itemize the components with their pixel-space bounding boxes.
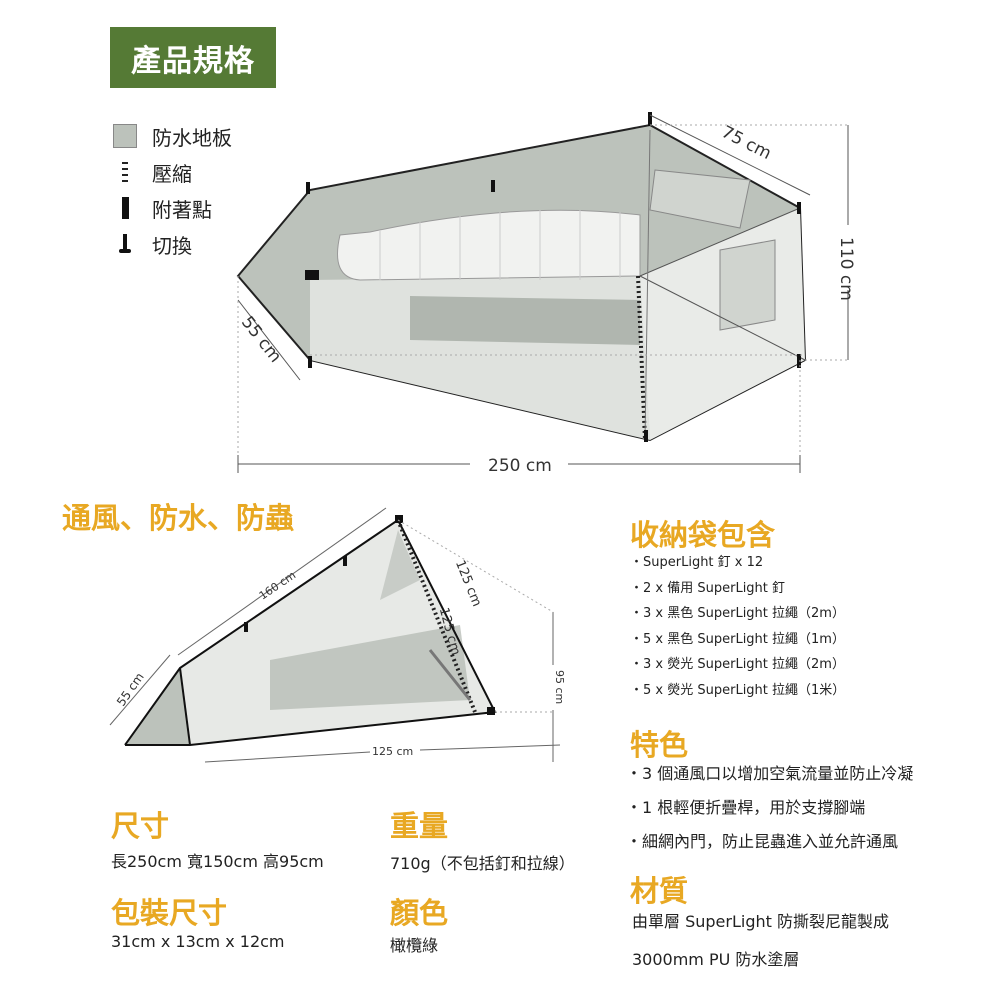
- size-title: 尺寸: [111, 809, 170, 843]
- pack-size-value: 31cm x 13cm x 12cm: [111, 932, 285, 951]
- legend: 防水地板 壓縮 附著點 切換: [112, 118, 232, 262]
- list-item: ・3 x 黑色 SuperLight 拉繩（2m）: [630, 606, 845, 621]
- dim-foot: 55 cm: [114, 670, 147, 709]
- package-list: ・SuperLight 釘 x 12 ・2 x 備用 SuperLight 釘 …: [630, 550, 845, 703]
- material-title: 材質: [630, 874, 689, 908]
- floor-swatch-icon: [112, 123, 138, 149]
- dim-height: 110 cm: [836, 237, 856, 301]
- page-title: 產品規格: [110, 27, 276, 88]
- list-item: ・3 個通風口以增加空氣流量並防止冷凝: [626, 764, 914, 783]
- dim-height: 95 cm: [553, 670, 566, 704]
- features-title: 特色: [630, 728, 689, 762]
- side-heading: 通風、防水、防蟲: [62, 501, 295, 535]
- legend-item-attachment: 附著點: [112, 190, 232, 226]
- legend-label: 切換: [152, 233, 192, 258]
- legend-item-toggle: 切換: [112, 226, 232, 262]
- weight-title: 重量: [390, 809, 449, 843]
- legend-label: 附著點: [152, 197, 212, 222]
- legend-label: 壓縮: [152, 161, 192, 186]
- list-item: ・5 x 熒光 SuperLight 拉繩（1米）: [630, 682, 846, 698]
- pack-size-title: 包裝尺寸: [111, 896, 228, 930]
- dim-top-width: 75 cm: [718, 122, 774, 164]
- list-item: ・細網內門，防止昆蟲進入並允許通風: [626, 832, 899, 851]
- package-title: 收納袋包含: [630, 518, 776, 552]
- color-value: 橄欖綠: [390, 936, 439, 955]
- color-title: 顏色: [390, 896, 449, 930]
- material-line: 由單層 SuperLight 防撕裂尼龍製成: [632, 912, 889, 931]
- dim-length: 250 cm: [488, 456, 552, 476]
- list-item: ・2 x 備用 SuperLight 釘: [630, 580, 786, 596]
- features-list: ・3 個通風口以增加空氣流量並防止冷凝 ・1 根輕便折疊桿，用於支撐腳端 ・細網…: [626, 757, 913, 859]
- tent-top-view-diagram: 75 cm 110 cm 55 cm 250 cm: [236, 112, 856, 476]
- list-item: ・SuperLight 釘 x 12: [630, 555, 764, 570]
- size-value: 長250cm 寬150cm 高95cm: [111, 852, 324, 871]
- list-item: ・3 x 熒光 SuperLight 拉繩（2m）: [630, 657, 845, 672]
- legend-item-floor: 防水地板: [112, 118, 232, 154]
- compression-icon: [112, 159, 138, 185]
- legend-item-compression: 壓縮: [112, 154, 232, 190]
- toggle-icon: [112, 231, 138, 257]
- dim-base: 125 cm: [372, 745, 413, 758]
- weight-value: 710g（不包括釘和拉線）: [390, 854, 575, 873]
- tent-side-view-diagram: 160 cm 125 cm 125 cm 55 cm 95 cm 125 cm: [109, 507, 566, 763]
- list-item: ・1 根輕便折疊桿，用於支撐腳端: [626, 798, 866, 817]
- material-text: 由單層 SuperLight 防撕裂尼龍製成 3000mm PU 防水塗層: [632, 903, 889, 979]
- dim-pole1: 125 cm: [452, 558, 484, 609]
- legend-label: 防水地板: [152, 125, 232, 150]
- list-item: ・5 x 黑色 SuperLight 拉繩（1m）: [630, 631, 845, 647]
- material-line: 3000mm PU 防水塗層: [632, 950, 800, 969]
- attachment-point-icon: [112, 195, 138, 221]
